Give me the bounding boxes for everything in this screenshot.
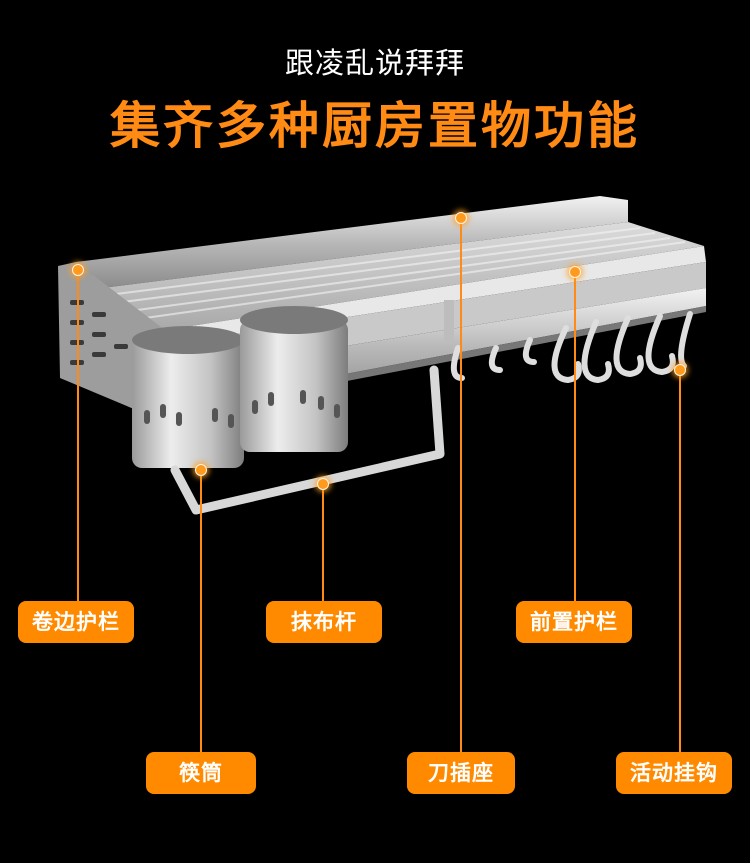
marker-dot [317,478,329,490]
label-chopstick-holder: 筷筒 [146,752,256,794]
label-rolled-rail: 卷边护栏 [18,601,134,643]
label-front-rail: 前置护栏 [516,601,632,643]
marker-dot [569,266,581,278]
marker-dot [72,264,84,276]
headline: 集齐多种厨房置物功能 [110,97,640,155]
label-knife-slot: 刀插座 [407,752,515,794]
marker-dot [195,464,207,476]
marker-dot [674,364,686,376]
label-hooks: 活动挂钩 [616,752,732,794]
chopstick-cups [132,306,348,468]
subtitle: 跟凌乱说拜拜 [284,46,465,80]
marker-dot [455,212,467,224]
label-towel-bar: 抹布杆 [266,601,382,643]
